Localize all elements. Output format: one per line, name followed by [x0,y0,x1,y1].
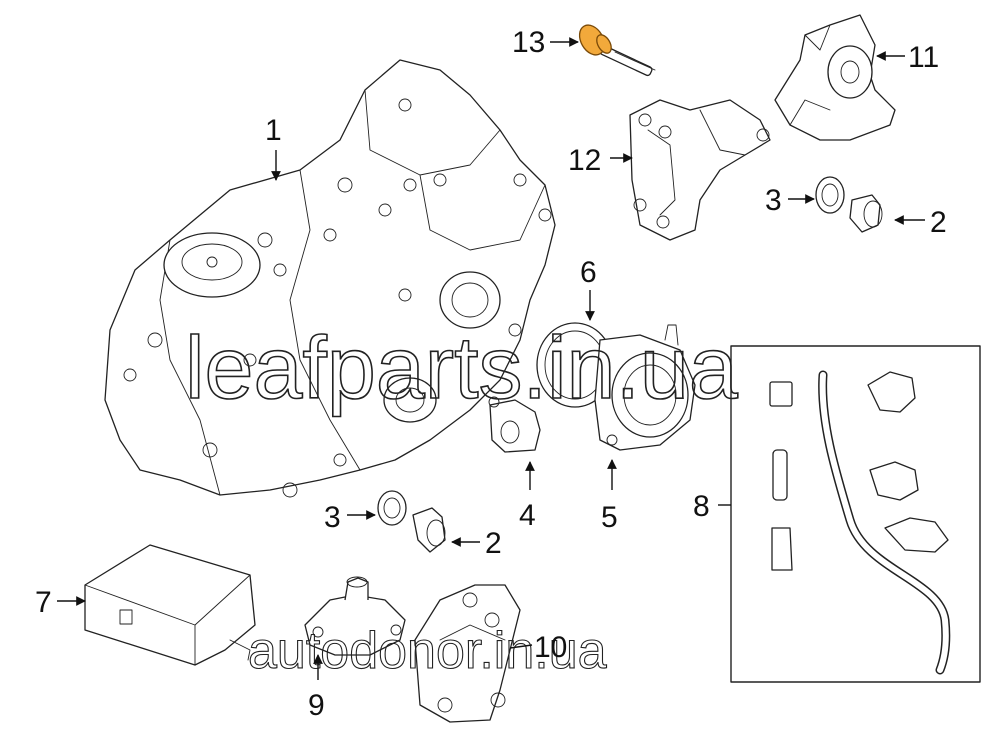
control-module-7 [84,544,256,666]
callout-2b: 2 [485,527,502,560]
drain-plug-2-top [849,194,883,233]
transmission-housing [104,59,556,498]
sensor-4 [488,396,541,453]
watermark-secondary: autodonor.in.ua [247,621,607,680]
callout-2a: 2 [930,206,947,239]
bolt-13 [578,24,656,77]
callout-3a: 3 [765,184,782,217]
callout-1: 1 [265,114,282,147]
watermark-primary: leafparts.in.ua [184,317,738,418]
bracket-10 [414,584,521,723]
callout-labels: 1 13 12 11 3 2 6 4 5 3 2 8 7 10 9 [35,26,947,722]
drain-plug-2-bottom [412,507,446,553]
callout-13: 13 [512,26,545,59]
callout-10: 10 [534,631,567,664]
hose-kit-8 [730,345,981,683]
callout-7: 7 [35,586,52,619]
washer-3-bottom [377,490,407,526]
callout-5: 5 [601,501,618,534]
callout-12: 12 [568,144,601,177]
callout-3b: 3 [324,501,341,534]
washer-3-top [815,176,845,214]
svg-text:leafparts.in.ua: leafparts.in.ua [185,318,738,417]
mount-9 [304,576,406,656]
callout-9: 9 [308,689,325,722]
callout-4: 4 [519,499,536,532]
engine-mount-11 [774,14,896,141]
callout-8: 8 [693,490,710,523]
leader-lines [57,37,925,680]
mount-bracket-12 [629,99,771,241]
callout-6: 6 [580,256,597,289]
pump-5 [594,324,696,451]
callout-11: 11 [908,41,939,74]
svg-text:autodonor.in.ua: autodonor.in.ua [248,622,607,680]
